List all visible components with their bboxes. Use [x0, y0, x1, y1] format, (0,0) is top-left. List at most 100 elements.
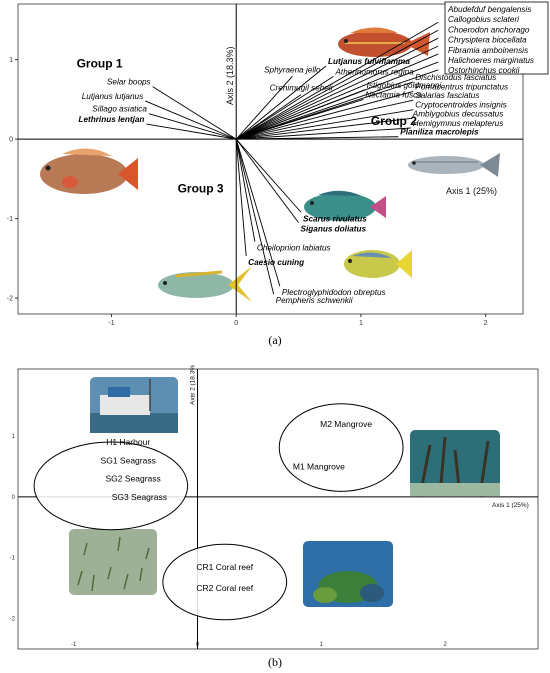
species-label: Cheilopriion labiatus — [257, 244, 331, 253]
species-label: Callogobius sclateri — [448, 15, 519, 24]
x-tick-label: 0 — [234, 320, 238, 327]
x-tick-label: -1 — [108, 320, 114, 327]
site-label: SG1 Seagrass — [101, 455, 156, 465]
photo-coral-reef — [303, 541, 393, 607]
x-tick-label: 1 — [320, 642, 324, 648]
species-label: Nectamia fusca — [365, 90, 422, 99]
species-vector — [236, 109, 414, 140]
species-vector — [235, 21, 439, 140]
species-label: Salarias fasciatus — [415, 91, 479, 100]
x-tick-label: 0 — [196, 642, 200, 648]
species-vector — [236, 127, 411, 140]
species-label: Lutjanus lutjanus — [82, 92, 143, 101]
species-vector — [236, 69, 439, 140]
species-label: Pempheris schwenkii — [276, 296, 353, 305]
species-label: Istigobius goldmanni — [367, 81, 442, 90]
species-label: Abudefduf bengalensis — [447, 5, 531, 14]
axis-1-title: Axis 1 (25%) — [492, 502, 529, 509]
axis-2-title: Axis 2 (18.3%) — [190, 365, 197, 405]
species-vector — [236, 91, 414, 140]
x-tick-label: 2 — [484, 320, 488, 327]
x-tick-label: 2 — [443, 642, 447, 648]
species-label: Halichoeres marginatus — [448, 56, 534, 65]
site-label: H1 Harbour — [106, 437, 150, 447]
species-label: Caesio cuning — [248, 258, 304, 267]
photo-mangrove — [410, 430, 500, 497]
species-label: Siganus doliatus — [301, 225, 367, 234]
y-tick-label: 1 — [9, 57, 13, 64]
species-vector — [235, 139, 256, 242]
group-label: Group 2 — [371, 114, 417, 128]
species-vector — [152, 86, 237, 140]
fish-illustration-mullet — [408, 153, 500, 177]
site-label: CR2 Coral reef — [196, 583, 253, 593]
species-label: Sphyraena jello — [264, 65, 321, 74]
species-vector — [236, 81, 414, 140]
y-tick-label: 0 — [9, 137, 13, 144]
y-tick-label: -1 — [10, 556, 16, 562]
site-label: M2 Mangrove — [320, 419, 372, 429]
plot-frame — [17, 3, 524, 315]
species-vector — [235, 65, 327, 140]
plot-frame — [17, 368, 539, 650]
y-tick-label: 1 — [12, 434, 16, 440]
species-vector — [236, 118, 411, 140]
y-tick-label: -2 — [7, 296, 13, 303]
species-vector — [235, 29, 439, 140]
group-label: Group 3 — [178, 181, 224, 195]
species-label: Plectroglyphidodon obreptus — [282, 288, 386, 297]
species-vector — [145, 100, 237, 140]
species-vector — [236, 37, 439, 140]
fish-illustrations — [40, 27, 500, 302]
species-label: Chrysiptera biocellata — [448, 36, 527, 45]
site-label: M1 Mangrove — [293, 461, 345, 471]
species-label: Atherinomorus regina — [334, 67, 414, 76]
species-label: Hemigymnus melapterus — [413, 119, 504, 128]
y-tick-label: -2 — [10, 617, 16, 623]
species-vector — [235, 139, 275, 295]
axis-1-title: Axis 1 (25%) — [446, 186, 497, 196]
species-label-box — [444, 1, 549, 75]
photo-seagrass — [69, 529, 157, 595]
fish-illustration-emperor — [40, 148, 138, 194]
species-label: Crenimugil seheli — [270, 84, 333, 93]
species-label: Lethrinus lentjan — [78, 115, 144, 124]
species-vector — [235, 75, 334, 140]
species-vector — [235, 76, 293, 140]
species-vector — [236, 99, 414, 140]
y-tick-label: 0 — [12, 495, 16, 501]
species-vector — [235, 139, 281, 287]
species-label: Scarus rivulatus — [303, 214, 367, 223]
species-vector — [236, 136, 399, 140]
species-vector — [146, 123, 237, 140]
panel-a-label: (a) — [268, 333, 282, 347]
biplot-a-group-labels: Group 1 Group 2 Group 3 — [77, 57, 418, 196]
species-label: Amblygobius decussatus — [412, 109, 504, 118]
site-label: SG3 Seagrass — [112, 492, 167, 502]
species-label: Pomacentrus tripunctatus — [415, 82, 508, 91]
photo-harbour — [90, 377, 178, 433]
fish-illustration-rabbitfish — [344, 250, 412, 278]
panel-b-label: (b) — [268, 655, 282, 669]
species-label: Dischistodus fasciatus — [415, 73, 496, 82]
species-label: Ostorhinchus cookii — [448, 66, 520, 75]
species-label: Selar boops — [107, 78, 151, 87]
cluster-ellipse — [33, 441, 189, 531]
species-label: Sillago asiatica — [92, 105, 147, 114]
species-vector — [235, 138, 302, 213]
species-vector — [236, 45, 439, 140]
axis-2-title: Axis 2 (18.3%) — [225, 46, 235, 105]
species-vector — [236, 89, 365, 140]
site-label: SG2 Seagrass — [106, 474, 161, 484]
cluster-ellipse — [278, 403, 404, 492]
species-vector — [235, 139, 247, 257]
species-label: Fibramia amboinensis — [448, 46, 528, 55]
group-label: Group 1 — [77, 57, 123, 71]
species-vector — [235, 138, 299, 223]
